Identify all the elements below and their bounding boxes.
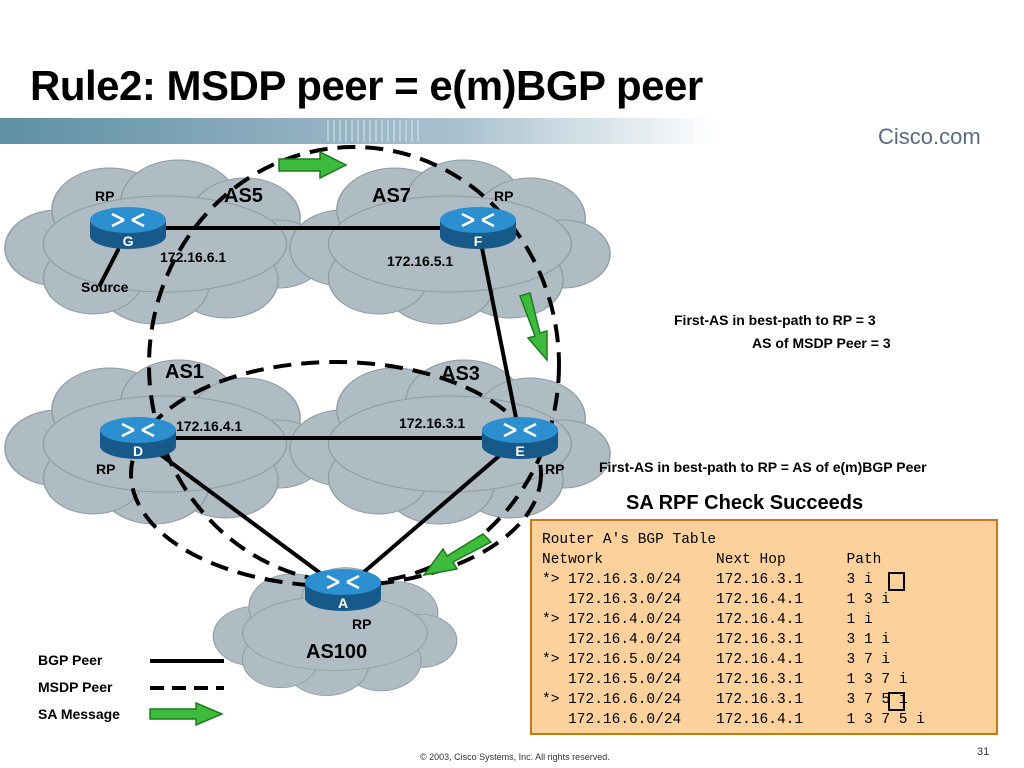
sa-arrows [278,150,548,577]
cloud-as5 [4,159,326,325]
legend-bgp-label: BGP Peer [38,652,103,668]
router-d-letter: D [133,443,143,459]
legend-msdp-label: MSDP Peer [38,679,113,695]
router-e: E [482,417,558,459]
note-as-msdp: AS of MSDP Peer = 3 [752,335,891,351]
bgp-links [98,226,522,592]
path-highlight-box [888,692,905,711]
bgp-table-row: *> 172.16.4.0/24 172.16.4.1 1 i [542,612,873,628]
bgp-table-header: Network Next Hop Path [542,552,882,568]
brand-logo: Cisco.com [878,124,981,149]
bgp-table-row: *> 172.16.3.0/24 172.16.3.1 3 i [542,572,873,588]
as100-label: AS100 [306,641,368,663]
router-f-letter: F [474,233,483,249]
router-d-role: RP [96,461,116,477]
bgp-table-row: 172.16.5.0/24 172.16.3.1 1 3 7 i [542,672,908,688]
sa-arrow-bottom [422,533,493,577]
bgp-link-f-e [476,226,522,440]
sa-arrow-right [519,292,548,363]
bgp-link-e-a [341,436,522,592]
router-g: G [90,207,166,249]
router-e-ip: 172.16.3.1 [399,415,466,431]
path-highlight-box [888,572,905,591]
router-a-role: RP [352,616,372,632]
router-e-role: RP [545,461,565,477]
bgp-table-title: Router A's BGP Table [542,532,717,548]
page-title: Rule2: MSDP peer = e(m)BGP peer [30,62,703,109]
router-a: A [305,569,381,611]
bgp-table-row: 172.16.3.0/24 172.16.4.1 1 3 i [542,592,891,608]
header-pattern [327,120,419,142]
sa-arrow-top [278,150,348,180]
router-g-role: RP [95,188,115,204]
router-g-letter: G [123,233,134,249]
bgp-link-d-a [136,436,345,592]
router-g-ip: 172.16.6.1 [160,249,227,265]
rpf-result: SA RPF Check Succeeds [626,492,864,514]
note-first-as: First-AS in best-path to RP = 3 [674,312,876,328]
router-f-role: RP [494,188,514,204]
bgp-table-row: 172.16.4.0/24 172.16.3.1 3 1 i [542,632,891,648]
bgp-table-row: *> 172.16.6.0/24 172.16.3.1 3 7 5 i [542,692,908,708]
bgp-table: Router A's BGP Table Network Next Hop Pa… [530,519,998,735]
router-d-ip: 172.16.4.1 [176,418,243,434]
legend-sa-label: SA Message [38,706,120,722]
as5-label: AS5 [224,185,263,207]
router-a-letter: A [338,595,348,611]
source-label: Source [81,279,129,295]
bgp-table-row: *> 172.16.5.0/24 172.16.4.1 3 7 i [542,652,891,668]
page-number: 31 [977,746,990,758]
as3-label: AS3 [441,363,480,385]
router-d: D [100,417,176,459]
router-f: F [440,207,516,249]
router-e-letter: E [515,443,524,459]
header-band [0,118,1024,144]
msdp-oval-large [147,145,561,585]
as7-label: AS7 [372,185,411,207]
router-f-ip: 172.16.5.1 [387,253,454,269]
copyright-footer: © 2003, Cisco Systems, Inc. All rights r… [420,752,610,762]
legend-sa-arrow [149,701,224,727]
source-link [98,248,120,287]
bgp-table-row: 172.16.6.0/24 172.16.4.1 1 3 7 5 i [542,712,925,728]
note-rule: First-AS in best-path to RP = AS of e(m)… [599,459,927,475]
routers: G F D E A [90,207,558,611]
as1-label: AS1 [165,361,204,383]
